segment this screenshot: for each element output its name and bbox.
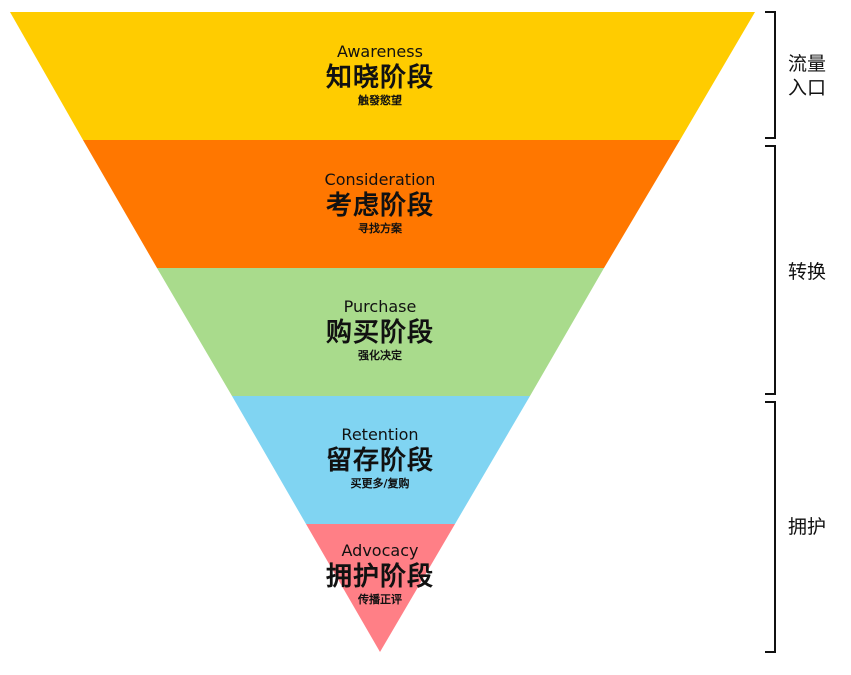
stage-purchase-text: Purchase 购买阶段 强化决定: [180, 297, 580, 363]
stage-advocacy-text: Advocacy 拥护阶段 传播正评: [180, 541, 580, 607]
bracket-advocacy: [765, 401, 776, 653]
group-label-advocacy: 拥护: [788, 515, 838, 539]
stage-awareness-text: Awareness 知晓阶段 触發慾望: [180, 42, 580, 108]
stage-retention-text: Retention 留存阶段 买更多/复购: [180, 425, 580, 491]
group-label-conversion-line1: 转换: [788, 261, 827, 283]
stage-advocacy-en: Advocacy: [341, 541, 419, 560]
stage-retention-en: Retention: [341, 425, 419, 444]
bracket-conversion: [765, 145, 776, 395]
stage-consideration-text: Consideration 考虑阶段 寻找方案: [180, 170, 580, 236]
funnel-band-purchase: [157, 268, 604, 396]
stage-retention-desc: 买更多/复购: [350, 477, 410, 490]
stage-awareness-zh: 知晓阶段: [325, 63, 434, 93]
stage-consideration-en: Consideration: [324, 170, 436, 189]
stage-purchase-desc: 强化决定: [358, 349, 402, 362]
stage-awareness-en: Awareness: [337, 42, 423, 61]
stage-purchase-en: Purchase: [343, 297, 417, 316]
group-label-advocacy-line1: 拥护: [788, 516, 827, 538]
funnel-band-advocacy: [306, 524, 455, 652]
group-label-traffic-entry-line1: 流量: [788, 53, 827, 75]
stage-advocacy-desc: 传播正评: [358, 593, 402, 606]
group-label-traffic-entry-line2: 入口: [788, 77, 827, 99]
bracket-traffic-entry: [765, 11, 776, 139]
funnel-band-retention: [232, 396, 530, 524]
stage-awareness-desc: 触發慾望: [358, 94, 402, 107]
stage-consideration-zh: 考虑阶段: [325, 191, 434, 221]
stage-advocacy-zh: 拥护阶段: [325, 562, 434, 592]
stage-retention-zh: 留存阶段: [325, 446, 434, 476]
funnel-band-consideration: [83, 140, 680, 268]
group-label-conversion: 转换: [788, 260, 838, 284]
stage-purchase-zh: 购买阶段: [325, 318, 434, 348]
stage-consideration-desc: 寻找方案: [358, 222, 402, 235]
group-label-traffic-entry: 流量 入口: [788, 52, 838, 100]
funnel-band-awareness: [10, 12, 755, 140]
